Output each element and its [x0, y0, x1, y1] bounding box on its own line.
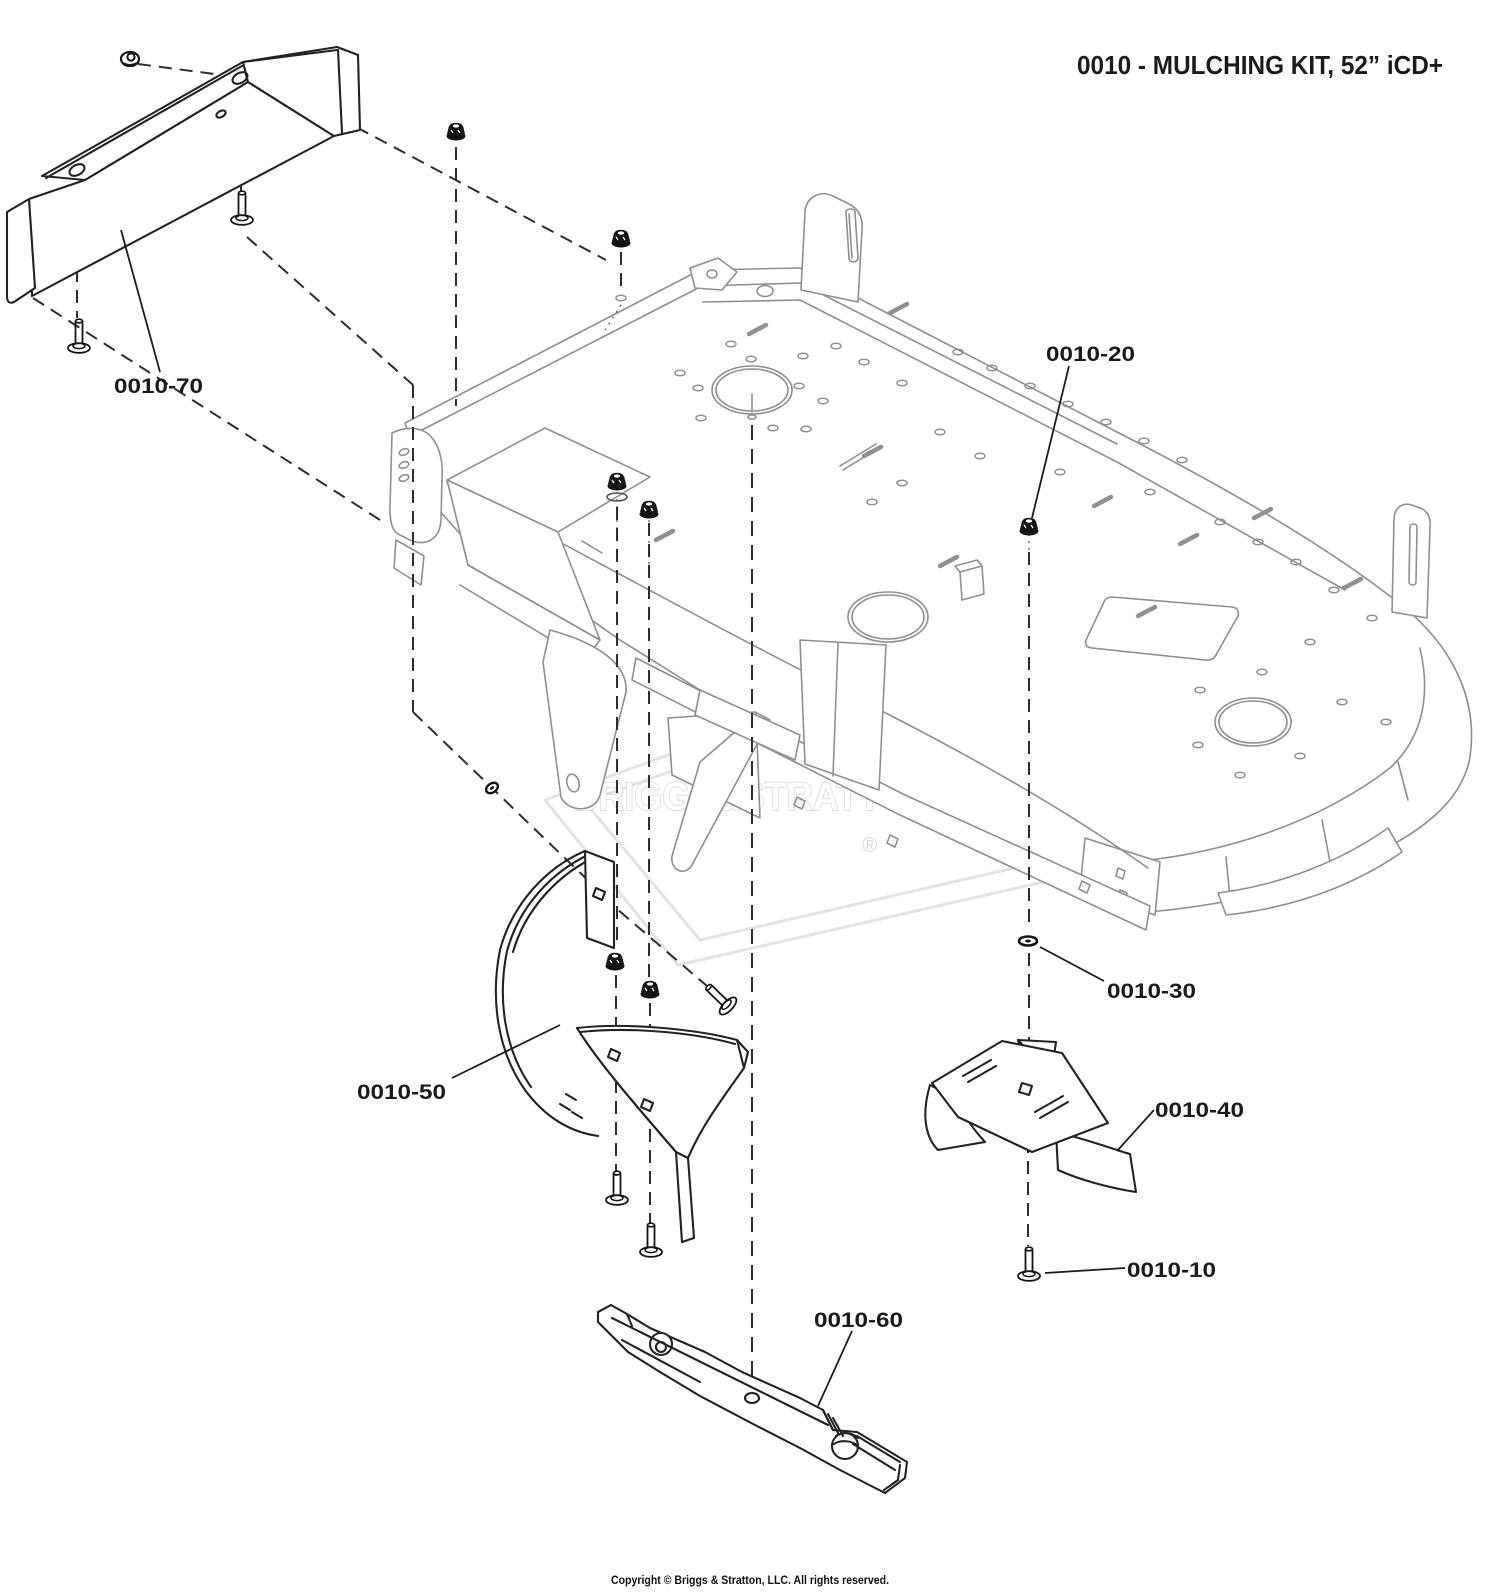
shoulder-screw	[484, 781, 500, 795]
part-label: 0010-10	[1127, 1258, 1216, 1282]
copyright-notice: Copyright © Briggs & Stratton, LLC. All …	[611, 1575, 889, 1587]
rear-corner-bracket	[689, 257, 738, 291]
flange-nut	[610, 229, 632, 249]
carriage-bolt	[230, 190, 254, 226]
part-mulch-baffle	[494, 849, 750, 1244]
deck-hatch-cutout	[1084, 596, 1240, 661]
part-label: 0010-70	[114, 374, 203, 398]
part-label: 0010-40	[1155, 1098, 1244, 1122]
part-label: 0010-60	[814, 1308, 903, 1332]
registered-mark: ®	[862, 834, 878, 857]
callouts: 0010-70 0010-20 0010-30 0010-40 0010-10 …	[114, 229, 1244, 1407]
deck-holes	[615, 294, 1392, 779]
callout-0010-50: 0010-50	[357, 1024, 561, 1104]
part-mulching-blade	[596, 1303, 909, 1495]
flange-nut	[639, 980, 661, 1000]
left-deck-bracket	[389, 427, 443, 544]
callout-0010-60: 0010-60	[814, 1308, 903, 1407]
callout-0010-30: 0010-30	[1039, 946, 1196, 1003]
part-label: 0010-50	[357, 1080, 446, 1104]
carriage-bolt	[1017, 1246, 1041, 1282]
washer	[606, 492, 628, 502]
carriage-bolt	[605, 1170, 629, 1206]
flange-nut	[604, 952, 626, 972]
callout-0010-10: 0010-10	[1044, 1258, 1216, 1282]
deck-slots	[653, 301, 1364, 619]
washer	[1017, 935, 1039, 947]
assembly-dash-lines	[32, 63, 1030, 1386]
callout-0010-40: 0010-40	[1116, 1098, 1244, 1152]
fasteners	[67, 50, 1041, 1282]
carriage-bolt	[67, 318, 91, 354]
front-baffle-arm	[671, 712, 771, 872]
front-baffle-wall	[799, 639, 887, 791]
right-bracket	[1391, 503, 1431, 619]
carriage-bolt	[639, 1222, 663, 1258]
callout-0010-70: 0010-70	[114, 229, 203, 398]
part-label: 0010-20	[1046, 342, 1135, 366]
diagram-title: 0010 - MULCHING KIT, 52” iCD+	[1077, 50, 1443, 80]
spindle-hole	[847, 591, 929, 643]
mower-deck-drawing	[389, 193, 1473, 931]
spindle-hole	[1214, 697, 1292, 747]
part-label: 0010-30	[1107, 979, 1196, 1003]
flange-nut-top-view	[119, 50, 141, 68]
flange-nut	[445, 122, 467, 142]
part-deflector	[924, 1038, 1138, 1194]
callout-0010-20: 0010-20	[1031, 342, 1135, 519]
spindle-hole	[711, 365, 793, 420]
front-baffle-arm	[542, 629, 627, 810]
part-chute-blocker-plate	[5, 45, 362, 304]
